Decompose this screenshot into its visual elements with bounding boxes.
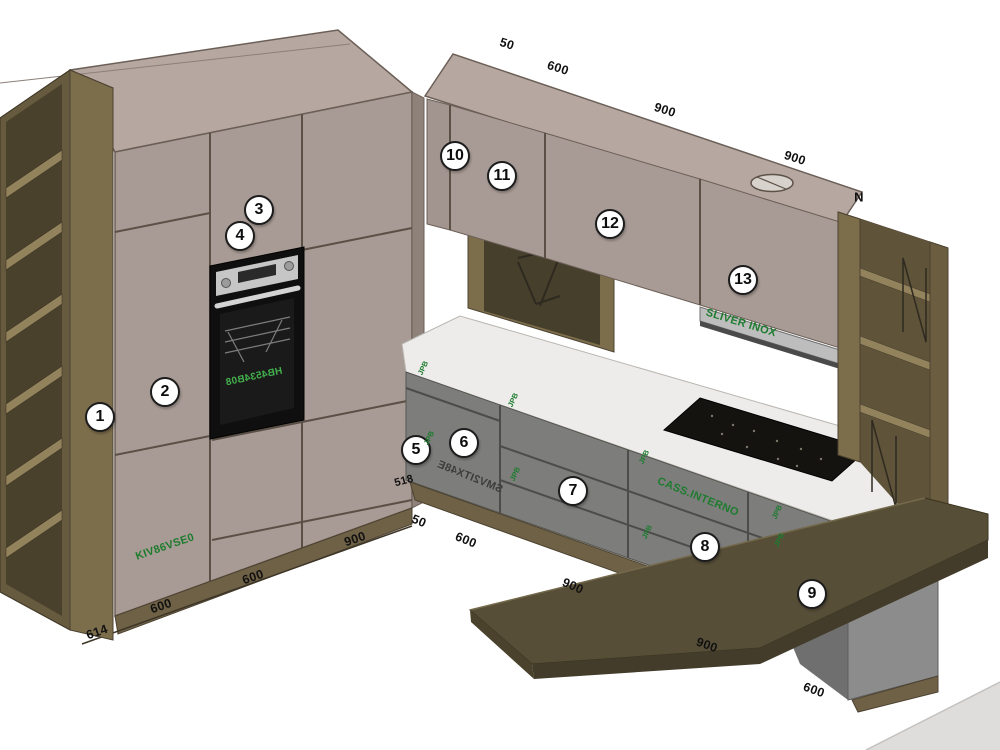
callout-3: 3 (244, 195, 274, 225)
callout-13: 13 (728, 265, 758, 295)
callout-1: 1 (85, 402, 115, 432)
callout-13-number: 13 (734, 271, 752, 288)
peninsula-countertop (468, 497, 989, 679)
peninsula-cabinet-plinth (851, 675, 939, 713)
right-shelf-unit (837, 211, 949, 557)
callout-6: 6 (449, 428, 479, 458)
oven-handle (214, 285, 301, 309)
callout-4-number: 4 (235, 227, 245, 244)
bookcase-open-shelf (0, 69, 115, 641)
callout-2-number: 2 (160, 383, 170, 400)
callout-11: 11 (487, 161, 517, 191)
callout-12-number: 12 (601, 215, 619, 232)
north-marker: N (854, 189, 864, 205)
wall-cabinets (423, 53, 864, 369)
oven-knob (284, 261, 294, 271)
oven-door-window (220, 298, 294, 425)
callout-2: 2 (150, 377, 180, 407)
callout-12: 12 (595, 209, 625, 239)
oven-knob (221, 278, 231, 288)
cooktop (663, 397, 869, 482)
shelf-unit-interior (860, 219, 930, 540)
callout-4: 4 (225, 221, 255, 251)
callout-7: 7 (558, 476, 588, 506)
callout-9-number: 9 (807, 585, 817, 602)
bookcase-shelves (5, 149, 63, 559)
callout-5: 5 (401, 435, 431, 465)
callout-8-number: 8 (700, 538, 710, 555)
callout-7-number: 7 (568, 482, 578, 499)
peninsula-tip-edge (470, 610, 534, 679)
induction-hob (663, 397, 869, 482)
callout-9: 9 (797, 579, 827, 609)
oven (209, 246, 305, 440)
callout-10: 10 (440, 141, 470, 171)
callout-6-number: 6 (459, 434, 469, 451)
tall-cabinets-plinth (114, 507, 413, 635)
shelf-unit-left-panel (837, 211, 861, 463)
callout-11-number: 11 (493, 167, 511, 184)
hood-strip-shadow (700, 321, 840, 369)
callout-1-number: 1 (95, 408, 105, 425)
callout-8: 8 (690, 532, 720, 562)
callout-3-number: 3 (254, 201, 264, 218)
bookcase-cavity (6, 84, 62, 616)
oven-display (238, 264, 276, 283)
peninsula-front-edge (532, 540, 988, 679)
callout-5-number: 5 (411, 441, 421, 458)
floor-shadow (865, 681, 1000, 750)
callout-10-number: 10 (446, 147, 464, 164)
bookcase-side-panel (69, 69, 114, 641)
